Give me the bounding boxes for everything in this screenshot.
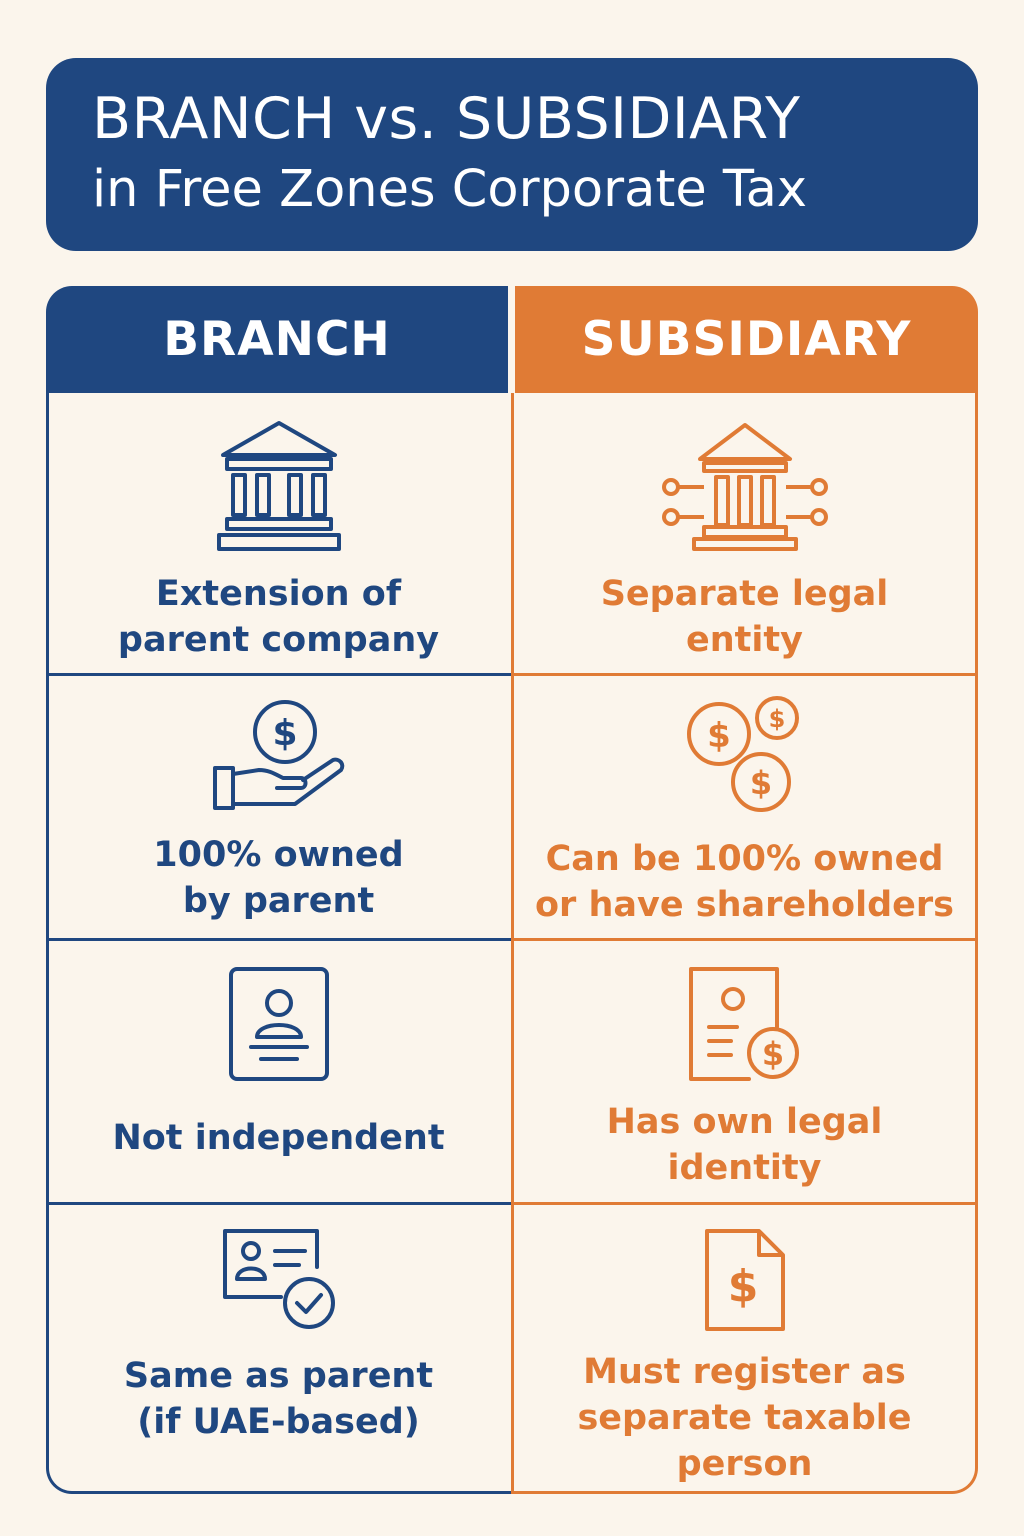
- subsidiary-cell-2: $ $ $ Can be 100% owned or have sharehol…: [511, 676, 978, 938]
- row-divider: [46, 1202, 511, 1205]
- branch-label-1: Extension of parent company: [117, 574, 440, 660]
- subsidiary-column-header: SUBSIDIARY: [515, 286, 978, 393]
- comparison-table: BRANCH SUBSIDIARY Extension of parent co…: [46, 286, 978, 1494]
- row-divider: [511, 938, 978, 941]
- branch-cell-2: $ 100% owned by parent: [46, 676, 511, 938]
- id-card-check-icon: [222, 1229, 335, 1329]
- connected-building-icon: [661, 423, 828, 551]
- hand-holding-dollar-icon: $: [212, 700, 344, 810]
- svg-text:$: $: [761, 1035, 783, 1073]
- branch-label-3: Not independent: [112, 1118, 445, 1158]
- id-badge-icon: [228, 967, 329, 1081]
- title-line-1: BRANCH vs. SUBSIDIARY: [92, 86, 801, 152]
- subsidiary-label-1: Separate legal entity: [600, 574, 889, 660]
- row-divider: [511, 1202, 978, 1205]
- branch-column-header: BRANCH: [46, 286, 508, 393]
- branch-cell-3: Not independent: [46, 941, 511, 1202]
- row-divider: [46, 938, 511, 941]
- svg-text:$: $: [707, 716, 731, 756]
- branch-cell-4: Same as parent (if UAE-based): [46, 1205, 511, 1494]
- subsidiary-label-2: Can be 100% owned or have shareholders: [535, 839, 954, 925]
- svg-text:$: $: [749, 764, 771, 802]
- svg-text:$: $: [272, 713, 297, 754]
- title-banner: [46, 58, 978, 251]
- bank-building-icon: [216, 421, 341, 551]
- coins-icon: $ $ $: [686, 696, 799, 812]
- branch-column: [46, 393, 511, 1494]
- subsidiary-cell-4: $ Must register as separate taxable pers…: [511, 1205, 978, 1494]
- subsidiary-column: [511, 393, 978, 1494]
- row-divider: [511, 673, 978, 676]
- row-divider: [46, 673, 511, 676]
- branch-label-4: Same as parent (if UAE-based): [123, 1356, 434, 1442]
- subsidiary-label-4: Must register as separate taxable person: [577, 1352, 912, 1484]
- subsidiary-cell-3: $ Has own legal identity: [511, 941, 978, 1202]
- title-line-2: in Free Zones Corporate Tax: [92, 160, 808, 219]
- invoice-dollar-icon: $: [704, 1229, 785, 1331]
- subsidiary-label-3: Has own legal identity: [606, 1102, 883, 1188]
- branch-cell-1: Extension of parent company: [46, 393, 511, 673]
- document-dollar-icon: $: [688, 967, 799, 1081]
- subsidiary-cell-1: Separate legal entity: [511, 393, 978, 673]
- svg-text:$: $: [727, 1261, 758, 1312]
- branch-label-2: 100% owned by parent: [153, 835, 404, 921]
- svg-text:$: $: [768, 705, 785, 733]
